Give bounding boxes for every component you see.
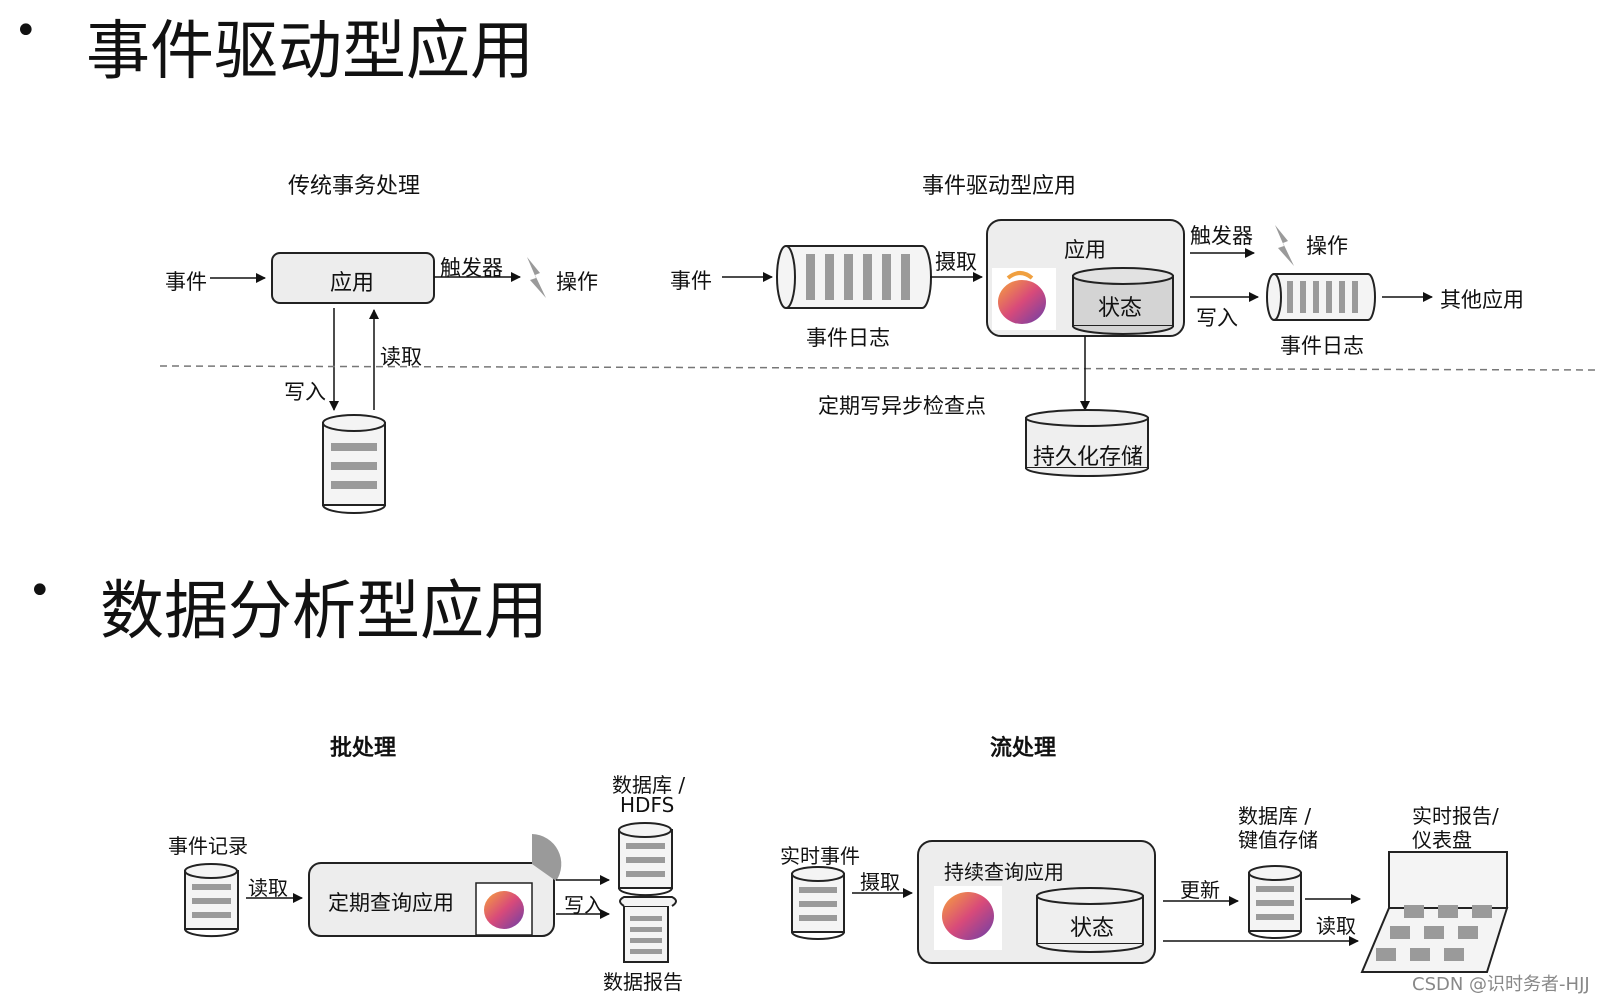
- traditional-trigger-label: 触发器: [440, 256, 503, 280]
- section-title-data-analytics: 数据分析型应用: [100, 575, 548, 649]
- section-title-event-driven: 事件驱动型应用: [86, 15, 534, 89]
- traditional-read-label: 读取: [380, 345, 422, 369]
- batch-records-label: 事件记录: [168, 834, 248, 858]
- persistent-storage-cylinder: [1025, 409, 1149, 477]
- stream-ingest-label: 摄取: [860, 870, 900, 894]
- stream-report-label-line2: 仪表盘: [1412, 828, 1472, 852]
- traditional-event-label: 事件: [165, 270, 207, 294]
- batch-title: 批处理: [330, 736, 397, 761]
- stream-realtime-label: 实时事件: [780, 844, 860, 868]
- flink-squirrel-icon-1: [992, 268, 1056, 330]
- eventdriven-ingest-label: 摄取: [935, 250, 977, 274]
- eventdriven-state-label: 状态: [1098, 296, 1143, 321]
- eventdriven-action-label: 操作: [1306, 234, 1348, 258]
- traditional-write-label: 写入: [284, 380, 326, 404]
- lightning-icon: [527, 257, 546, 298]
- stream-title: 流处理: [990, 736, 1057, 761]
- traditional-app-box: [271, 252, 435, 304]
- flink-squirrel-icon-3: [934, 886, 1002, 950]
- event-log-label-2: 事件日志: [1280, 334, 1364, 358]
- traditional-title: 传统事务处理: [288, 174, 421, 199]
- other-apps-label: 其他应用: [1440, 288, 1524, 312]
- traditional-app-label: 应用: [330, 271, 375, 296]
- stream-update-label: 更新: [1180, 878, 1220, 902]
- stream-query-label: 持续查询应用: [944, 860, 1064, 884]
- lightning-icon-2: [1275, 225, 1294, 266]
- stream-state-label: 状态: [1070, 916, 1115, 941]
- dashed-separator: [159, 365, 1601, 371]
- batch-records-db-icon: [184, 863, 239, 938]
- batch-report-label: 数据报告: [603, 970, 683, 994]
- batch-write-label: 写入: [564, 893, 604, 917]
- stream-report-label-line1: 实时报告/: [1412, 804, 1499, 828]
- eventdriven-trigger-label: 触发器: [1190, 224, 1253, 248]
- kv-store-db-icon: [1248, 865, 1302, 939]
- event-log-icon-1: [776, 245, 932, 309]
- watermark: CSDN @识时务者-HJJ: [1412, 974, 1590, 995]
- eventdriven-write-label: 写入: [1196, 306, 1238, 330]
- eventdriven-title: 事件驱动型应用: [922, 174, 1077, 199]
- traditional-action-label: 操作: [556, 270, 598, 294]
- event-log-label-1: 事件日志: [806, 326, 890, 350]
- state-cylinder-1: [1072, 267, 1174, 335]
- batch-db-label-line1: 数据库 /: [612, 773, 686, 797]
- stream-db-label-line2: 键值存储: [1238, 828, 1318, 852]
- batch-read-label: 读取: [248, 876, 288, 900]
- state-cylinder-2: [1036, 887, 1144, 953]
- eventdriven-event-label: 事件: [670, 269, 712, 293]
- event-log-icon-2: [1266, 273, 1376, 321]
- bullet-1: •: [14, 8, 38, 54]
- traditional-database-icon: [322, 414, 386, 514]
- batch-report-scroll-icon: [619, 896, 677, 963]
- batch-query-label: 定期查询应用: [328, 891, 454, 915]
- stream-read-label: 读取: [1316, 914, 1356, 938]
- stream-db-label-line1: 数据库 /: [1238, 804, 1312, 828]
- eventdriven-app-label: 应用: [1064, 238, 1106, 262]
- dashboard-laptop-icon: [1360, 851, 1509, 973]
- checkpoint-label: 定期写异步检查点: [818, 394, 986, 418]
- batch-hdfs-db-icon: [618, 822, 673, 897]
- batch-db-label-line2: HDFS: [620, 793, 675, 817]
- stream-realtime-db-icon: [791, 866, 845, 940]
- persistent-storage-label: 持久化存储: [1033, 445, 1144, 470]
- flink-squirrel-icon-2: [475, 882, 533, 936]
- bullet-2: •: [28, 568, 52, 614]
- clock-pie-icon: [532, 834, 562, 881]
